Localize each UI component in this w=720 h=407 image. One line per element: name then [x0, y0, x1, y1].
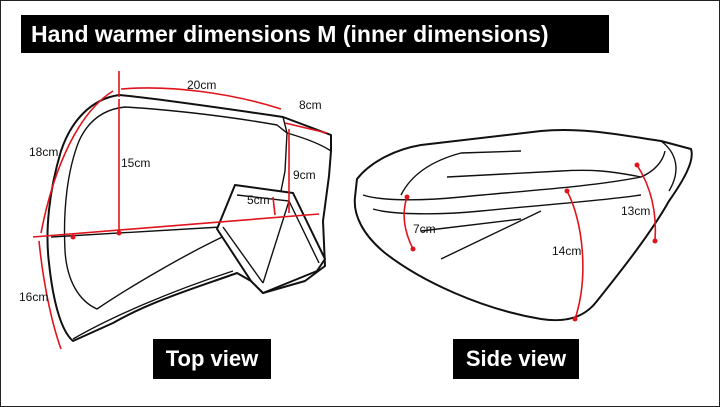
- side-view-label: Side view: [453, 339, 579, 379]
- top-view-dimension-lines: [32, 71, 328, 350]
- top-view-thumb: [216, 184, 326, 294]
- side-view-drawing: [353, 128, 693, 322]
- dim-top-right-height: 9cm: [293, 168, 316, 182]
- dim-top-opening: 5cm: [247, 193, 270, 207]
- dim-top-inner-height: 15cm: [121, 156, 150, 170]
- top-view-label: Top view: [153, 339, 271, 379]
- dim-side-right: 13cm: [621, 204, 650, 218]
- dim-side-center: 14cm: [552, 244, 581, 258]
- dim-top-left-upper: 18cm: [29, 145, 58, 159]
- dim-side-left: 7cm: [413, 222, 436, 236]
- diagram-title: Hand warmer dimensions M (inner dimensio…: [21, 15, 609, 53]
- dim-top-width: 20cm: [187, 78, 216, 92]
- dim-top-cuff: 8cm: [299, 98, 322, 112]
- dim-top-left-lower: 16cm: [19, 290, 48, 304]
- side-view-dimension-lines: [403, 162, 658, 322]
- side-view-outline: [353, 128, 693, 322]
- top-view-seam: [63, 106, 288, 310]
